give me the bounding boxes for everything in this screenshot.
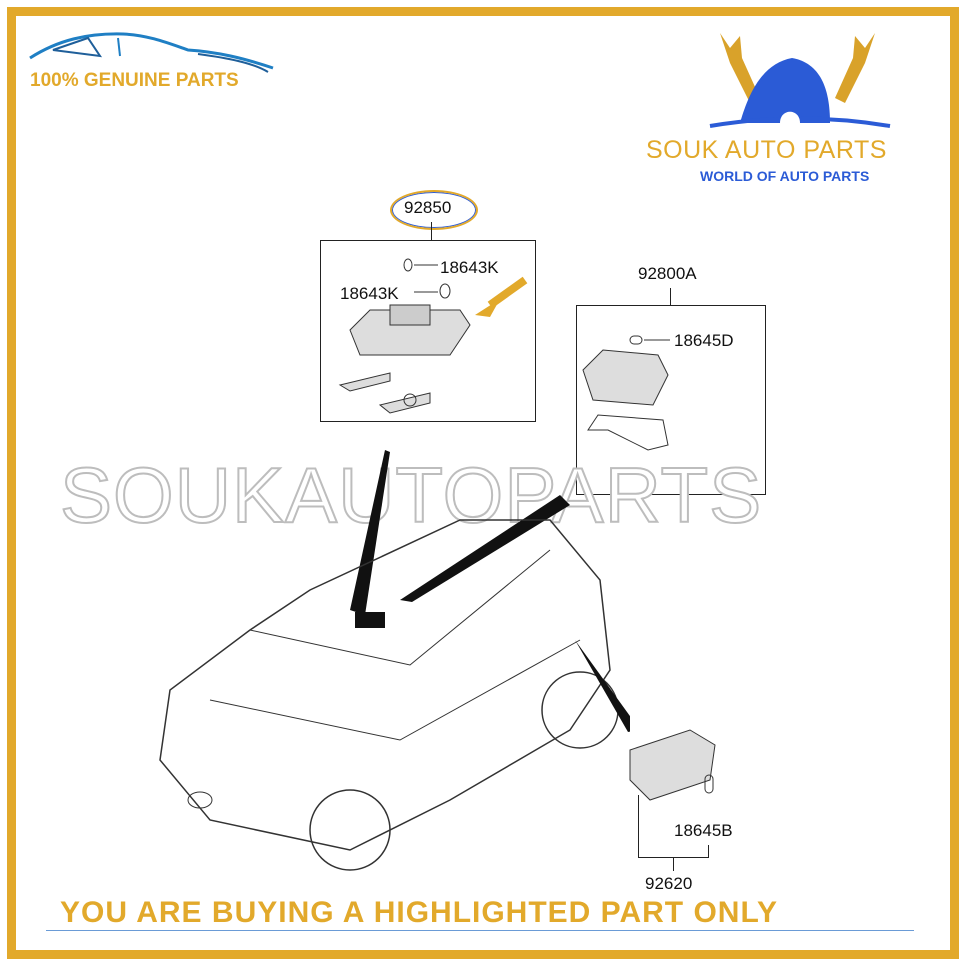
part-number-18645b: 18645B: [674, 821, 733, 840]
part-box-92850: [320, 240, 536, 422]
map-lamp-drawing: [582, 335, 670, 451]
brand-name: SOUK AUTO PARTS: [646, 136, 887, 164]
genuine-parts-label: 100% GENUINE PARTS: [30, 70, 239, 91]
part-number-18643k-a: 18643K: [440, 258, 499, 277]
leader-line: [638, 795, 639, 857]
watermark-text: SOUKAUTOPARTS: [59, 450, 763, 540]
leader-line: [431, 222, 432, 240]
part-number-18643k-b: 18643K: [340, 284, 399, 303]
car-logo-icon: [29, 32, 274, 73]
highlight-notice: YOU ARE BUYING A HIGHLIGHTED PART ONLY: [60, 896, 779, 929]
highlight-ellipse: [390, 190, 478, 230]
part-number-92620: 92620: [645, 874, 693, 893]
footer-divider: [46, 930, 914, 931]
souk-logo-icon: [709, 33, 891, 128]
part-number-92850: 92850: [404, 198, 452, 217]
leader-line: [673, 857, 674, 871]
room-lamp-drawing: [338, 258, 528, 414]
part-number-18645d: 18645D: [674, 331, 734, 350]
luggage-lamp-drawing: [629, 729, 716, 801]
leader-line: [670, 288, 671, 305]
car-illustration: [159, 450, 630, 871]
image-frame: [7, 7, 959, 959]
brand-tagline: WORLD OF AUTO PARTS: [700, 168, 870, 184]
part-number-92800a: 92800A: [638, 264, 697, 283]
leader-line: [708, 845, 709, 857]
part-box-92800a: [576, 305, 766, 495]
